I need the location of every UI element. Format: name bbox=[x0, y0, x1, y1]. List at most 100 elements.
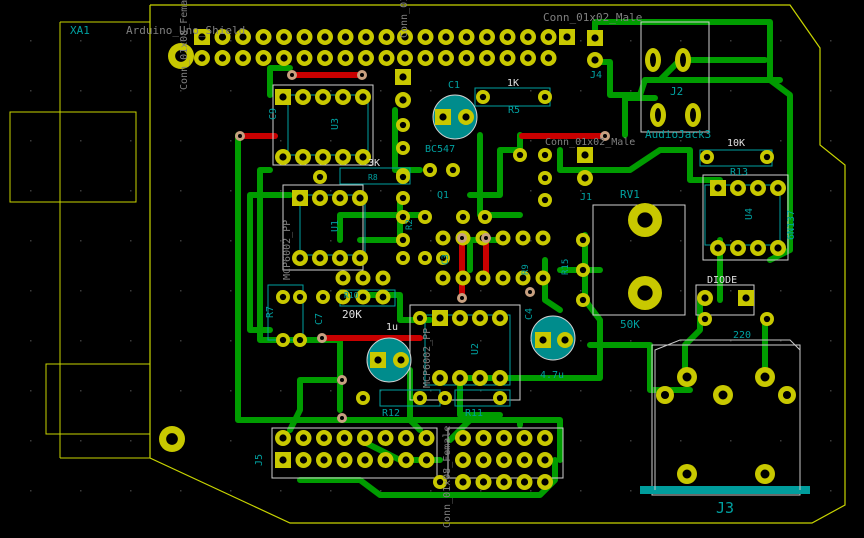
via-hole bbox=[603, 134, 607, 138]
label-val_50k: 50K bbox=[620, 318, 640, 331]
grid-dot bbox=[180, 240, 182, 242]
grid-dot bbox=[580, 190, 582, 192]
grid-dot bbox=[80, 440, 82, 442]
pad-hole bbox=[218, 33, 227, 41]
grid-dot bbox=[630, 190, 632, 192]
grid-dot bbox=[30, 340, 32, 342]
label-r14_val: 220 bbox=[733, 330, 751, 341]
grid-dot bbox=[480, 490, 482, 492]
grid-dot bbox=[130, 140, 132, 142]
label-val_47u: 4.7u bbox=[540, 370, 564, 381]
pad-hole bbox=[439, 234, 447, 242]
grid-dot bbox=[230, 90, 232, 92]
pad-hole bbox=[680, 53, 686, 67]
grid-dot bbox=[280, 140, 282, 142]
grid-dot bbox=[30, 240, 32, 242]
pad-hole bbox=[319, 153, 327, 161]
grid-dot bbox=[630, 40, 632, 42]
pad-hole bbox=[459, 478, 467, 486]
pad-hole bbox=[359, 274, 367, 282]
grid-dot bbox=[130, 240, 132, 242]
grid-dot bbox=[580, 90, 582, 92]
pad-hole bbox=[421, 33, 430, 41]
grid-dot bbox=[680, 340, 682, 342]
grid-dot bbox=[30, 290, 32, 292]
grid-dot bbox=[30, 490, 32, 492]
pad-hole bbox=[462, 33, 471, 41]
grid-dot bbox=[780, 340, 782, 342]
grid-dot bbox=[830, 90, 832, 92]
grid-dot bbox=[430, 90, 432, 92]
pad-hole bbox=[701, 315, 709, 323]
grid-dot bbox=[630, 240, 632, 242]
grid-dot bbox=[180, 290, 182, 292]
pad-hole bbox=[516, 151, 524, 159]
grid-dot bbox=[330, 190, 332, 192]
pad-hole bbox=[660, 390, 670, 400]
pad-hole bbox=[579, 296, 587, 304]
pad-hole bbox=[280, 33, 288, 41]
grid-dot bbox=[80, 290, 82, 292]
pad-hole bbox=[422, 456, 431, 464]
pad-hole bbox=[319, 293, 327, 301]
pad-hole bbox=[503, 33, 512, 41]
grid-dot bbox=[30, 140, 32, 142]
label-u4: U4 bbox=[744, 208, 755, 220]
pad-hole bbox=[382, 54, 391, 62]
pad-hole bbox=[399, 144, 407, 152]
grid-dot bbox=[280, 240, 282, 242]
grid-dot bbox=[230, 390, 232, 392]
grid-dot bbox=[830, 390, 832, 392]
pad-hole bbox=[379, 274, 387, 282]
pad-hole bbox=[361, 434, 369, 442]
grid-dot bbox=[80, 340, 82, 342]
pad-hole bbox=[316, 254, 324, 262]
label-c7: C7 bbox=[314, 313, 325, 325]
label-u1: U1 bbox=[330, 220, 341, 232]
pad-hole bbox=[539, 274, 547, 282]
label-val_1u: 1u bbox=[386, 322, 398, 333]
grid-dot bbox=[230, 190, 232, 192]
label-audiojack: AudioJack3 bbox=[645, 128, 711, 141]
grid-dot bbox=[730, 290, 732, 292]
grid-dot bbox=[230, 140, 232, 142]
pad-hole bbox=[321, 54, 329, 62]
label-r5_val: 1K bbox=[507, 78, 519, 89]
grid-dot bbox=[180, 40, 182, 42]
label-r11: R11 bbox=[465, 408, 483, 419]
label-conn_f1: Conn_01x08_Female bbox=[179, 0, 190, 90]
pad-hole bbox=[399, 236, 407, 244]
pad-hole bbox=[456, 314, 464, 322]
pad-hole bbox=[300, 33, 309, 41]
grid-dot bbox=[180, 390, 182, 392]
label-arduino: Arduino_Uno_Shield bbox=[126, 24, 245, 37]
pad-hole bbox=[416, 314, 424, 322]
pad-hole bbox=[690, 108, 696, 122]
label-conn_top: Conn_01x02_Male bbox=[543, 11, 642, 24]
pad-hole bbox=[500, 434, 508, 442]
grid-dot bbox=[330, 240, 332, 242]
pad-hole bbox=[637, 212, 653, 228]
pad-hole bbox=[439, 254, 447, 262]
pad-hole bbox=[734, 184, 742, 192]
grid-dot bbox=[530, 140, 532, 142]
pad-hole bbox=[774, 244, 782, 252]
grid-dot bbox=[730, 440, 732, 442]
label-r7: R7 bbox=[265, 306, 276, 318]
pad-hole bbox=[175, 50, 187, 62]
grid-dot bbox=[330, 390, 332, 392]
pad-hole bbox=[319, 93, 327, 101]
via-hole bbox=[484, 236, 488, 240]
pad-hole bbox=[519, 234, 527, 242]
pad-hole bbox=[379, 293, 387, 301]
pad-hole bbox=[299, 153, 307, 161]
grid-dot bbox=[80, 190, 82, 192]
pad-hole bbox=[541, 434, 549, 442]
grid-dot bbox=[80, 140, 82, 142]
pad-hole bbox=[280, 54, 288, 62]
pad-hole bbox=[462, 113, 470, 121]
label-r8: R8 bbox=[368, 173, 378, 182]
via-hole bbox=[320, 336, 324, 340]
